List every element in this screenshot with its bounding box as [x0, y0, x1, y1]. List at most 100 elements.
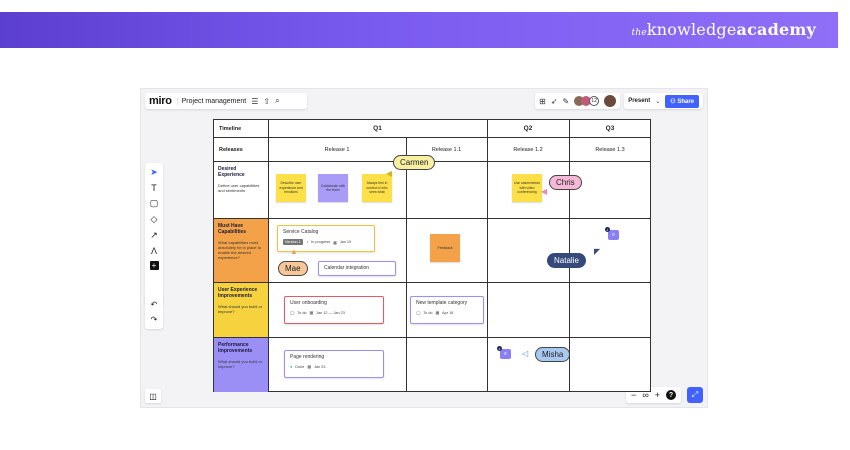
board-title[interactable]: Project management — [176, 97, 246, 105]
collab-tools: ⊞ ➶ ✎ 12 — [535, 93, 621, 109]
release-header: Release 1.2 — [513, 147, 543, 153]
grid-line — [487, 120, 488, 392]
sticky-note[interactable]: Feedback — [430, 234, 460, 262]
text-tool-icon[interactable]: T — [151, 183, 157, 193]
status-label: To do — [297, 310, 307, 315]
present-share: Present ⌄ ⚇ Share — [624, 93, 703, 109]
cursor-label-natalie: Natalie — [547, 253, 586, 268]
help-icon[interactable]: ? — [666, 390, 676, 400]
row-title: User Experience Improvements — [218, 287, 258, 300]
brand-prefix: the — [631, 28, 647, 38]
task-card[interactable]: New template category ◯ To do ▦ Apr 16 — [410, 296, 484, 324]
brand-logo: theknowledgeacademy — [632, 20, 817, 39]
sticky-note[interactable]: Collaborate with the team — [318, 174, 348, 202]
task-card[interactable]: Page rendering ● Done ▦ Jan 23 — [284, 350, 384, 378]
task-card[interactable]: User onboarding ◯ To do ▦ Jan 12 — Jan 2… — [284, 296, 384, 324]
cursor-label-mae: Mae — [278, 261, 308, 276]
select-tool-icon[interactable]: ➤ — [150, 167, 158, 177]
sticky-note[interactable]: Always feel in control of who sees what — [362, 174, 392, 202]
share-icon: ⚇ — [670, 98, 676, 105]
brand-suffix: academy — [736, 20, 816, 39]
top-right-toolbar: ⊞ ➶ ✎ 12 Present ⌄ ⚇ Share — [535, 93, 703, 109]
quarter-header: Q2 — [523, 125, 533, 132]
done-icon: ● — [290, 364, 293, 369]
brand-name: knowledge — [646, 20, 737, 39]
card-date: Jan 23 — [313, 364, 326, 369]
zoom-level[interactable]: ∞ — [642, 390, 649, 400]
status-label: To do — [423, 310, 433, 315]
card-meta: ◯ To do ▦ Jan 12 — Jan 23 — [290, 310, 378, 316]
add-tool-icon[interactable]: + — [149, 261, 159, 270]
task-card[interactable]: Service Catalog Version 1 ◑ In progress … — [277, 225, 375, 252]
zoom-in-icon[interactable]: + — [654, 390, 660, 400]
panel-toggle-icon[interactable]: ◫ — [145, 389, 161, 403]
row-label-must-have: Must Have Capabilities What capabilities… — [214, 219, 268, 282]
todo-icon: ◯ — [290, 311, 295, 315]
avatar — [574, 96, 585, 106]
comment-count-badge: 1 — [605, 227, 610, 232]
collaborator-avatars[interactable]: 12 — [574, 96, 600, 106]
pen-tool-icon[interactable]: Λ — [150, 246, 157, 256]
grid-line — [214, 137, 651, 138]
sticky-note[interactable]: Use cases/needs with video conferencing — [512, 174, 542, 202]
row-title: Performance Improvements — [218, 342, 253, 355]
calendar-icon: ▦ — [307, 365, 311, 369]
card-date: Apr 16 — [442, 310, 454, 315]
apps-icon[interactable]: ⊞ — [539, 96, 546, 106]
row-title: Desired Experience — [218, 166, 245, 179]
sticky-note[interactable]: Describe user experience and emotions — [276, 174, 306, 202]
present-button[interactable]: Present — [628, 98, 651, 104]
card-title: Service Catalog — [283, 229, 319, 235]
row-label-performance: Performance Improvements What should you… — [214, 338, 268, 392]
miro-logo[interactable]: miro — [149, 95, 172, 107]
undo-icon[interactable]: ↶ — [150, 300, 158, 309]
menu-icon[interactable]: ☰ — [251, 96, 259, 106]
card-date: Jan 12 — Jan 23 — [316, 310, 345, 315]
grid-line — [214, 282, 651, 283]
card-meta: Version 1 ◑ In progress ▦ Jan 19 — [283, 239, 369, 245]
upload-icon[interactable]: ⇧ — [263, 96, 271, 106]
redo-icon[interactable]: ↷ — [150, 315, 158, 324]
shapes-tool-icon[interactable]: ◇ — [150, 214, 158, 224]
sticky-note-tool-icon[interactable]: ▢ — [149, 198, 159, 208]
card-title: User onboarding — [290, 300, 327, 306]
miro-board-screenshot: miro Project management ☰ ⇧ ⌕ ⊞ ➶ ✎ 12 P… — [140, 88, 708, 408]
chevron-down-icon[interactable]: ⌄ — [655, 98, 661, 105]
fit-screen-icon[interactable]: ⤢ — [687, 387, 703, 403]
quarter-header: Q3 — [605, 125, 615, 132]
quarter-header: Q1 — [373, 125, 382, 132]
grid-line — [268, 120, 269, 392]
task-card[interactable]: Calendar integration — [318, 261, 396, 276]
card-meta: ● Done ▦ Jan 23 — [290, 364, 378, 370]
undo-redo-bar: ↶ ↷ — [145, 295, 163, 329]
release-header: Release 1 — [324, 147, 350, 153]
grid-line — [214, 337, 651, 338]
releases-label: Releases — [219, 147, 243, 153]
timeline-label: Timeline — [219, 126, 242, 132]
connector-tool-icon[interactable]: ↗ — [150, 230, 158, 240]
search-icon[interactable]: ⌕ — [275, 96, 280, 105]
share-button[interactable]: ⚇ Share — [665, 94, 699, 108]
share-label: Share — [677, 98, 694, 105]
cursor-arrow-icon: ◁ — [522, 349, 529, 358]
cursor-label-chris: Chris — [549, 175, 582, 190]
user-avatar[interactable] — [604, 95, 617, 107]
progress-icon: ◑ — [305, 240, 309, 244]
row-label-ux-improvements: User Experience Improvements What should… — [214, 283, 268, 337]
comment-icon[interactable]: ≡ — [608, 230, 619, 240]
zoom-out-icon[interactable]: − — [631, 390, 637, 400]
status-label: Done — [295, 364, 305, 369]
cursor-label-carmen: Carmen — [393, 155, 436, 170]
grid-line — [214, 218, 651, 219]
card-meta: ◯ To do ▦ Apr 16 — [416, 310, 478, 316]
cursor-arrow-icon: ◤ — [594, 247, 601, 256]
top-bar: miro Project management ☰ ⇧ ⌕ — [145, 93, 307, 109]
comment-icon[interactable]: ≡ — [500, 349, 511, 359]
release-header: Release 1.1 — [431, 147, 462, 153]
card-title: Calendar integration — [324, 265, 370, 271]
row-label-desired-experience: Desired Experience Define user capabilit… — [214, 162, 268, 218]
cursor-icon[interactable]: ➶ — [550, 96, 558, 106]
row-desc: What capabilities must absolutely be in … — [218, 239, 261, 261]
left-toolbar: ➤ T ▢ ◇ ↗ Λ + — [145, 163, 163, 305]
pen-icon[interactable]: ✎ — [562, 96, 570, 106]
